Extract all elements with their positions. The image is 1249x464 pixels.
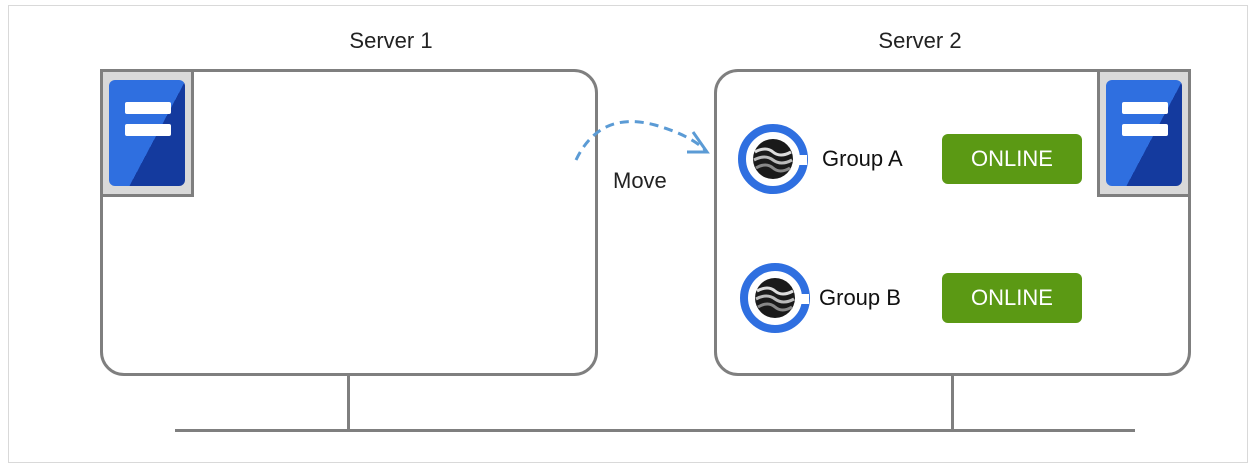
move-label: Move (613, 168, 667, 193)
server-1-title: Server 1 (349, 28, 433, 53)
server-2-connector (951, 376, 954, 432)
server-icon (109, 80, 185, 186)
group-a-icon (738, 124, 808, 194)
group-b-icon (740, 263, 810, 333)
move-arrow-icon (574, 120, 710, 161)
group-b-status-badge: ONLINE (942, 273, 1082, 323)
group-a-label: Group A (822, 146, 903, 171)
server-1-icon-frame (100, 69, 194, 197)
network-line (175, 429, 1135, 432)
group-b-label: Group B (819, 285, 901, 310)
server-2-title: Server 2 (878, 28, 962, 53)
group-a-status-badge: ONLINE (942, 134, 1082, 184)
server-2-icon-frame (1097, 69, 1191, 197)
server-icon (1106, 80, 1182, 186)
server-1-connector (347, 376, 350, 432)
